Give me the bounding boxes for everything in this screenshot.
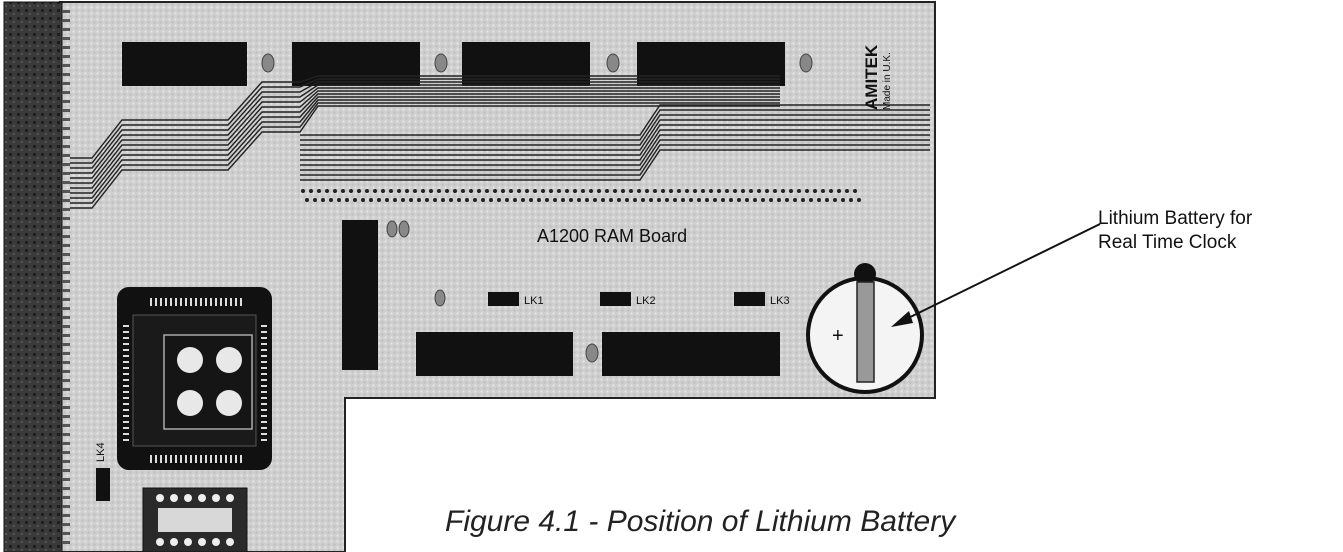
jumper-lk2: LK2 [600, 292, 656, 307]
circuit-traces [70, 75, 930, 209]
ram-chip [122, 42, 247, 86]
capacitor [386, 220, 398, 238]
callout-line-1: Lithium Battery for [1098, 208, 1253, 229]
maker-label: AMITEK [862, 44, 881, 110]
dip-socket [142, 487, 248, 552]
battery-polarity: + [832, 325, 844, 347]
svg-text:LK4: LK4 [95, 442, 107, 462]
callout-arrow [895, 223, 1101, 325]
figure-caption: Figure 4.1 - Position of Lithium Battery [445, 505, 956, 538]
board-title: A1200 RAM Board [537, 226, 687, 246]
capacitor [434, 53, 448, 73]
plcc-socket [117, 287, 272, 470]
capacitor [261, 53, 275, 73]
battery-callout: Lithium Battery for Real Time Clock [1098, 207, 1343, 255]
jumper-lk4: LK4 [95, 442, 110, 501]
callout-line-2: Real Time Clock [1098, 232, 1237, 253]
lithium-battery: + [806, 263, 924, 394]
capacitor [606, 53, 620, 73]
jumper-lk3: LK3 [734, 292, 790, 307]
edge-connector-pins [62, 10, 70, 544]
edge-connector [3, 1, 63, 552]
dotted-header [301, 189, 861, 202]
capacitor [799, 53, 813, 73]
ram-chip [602, 332, 780, 376]
origin-label: Made in U.K. [882, 52, 893, 110]
svg-text:LK1: LK1 [524, 295, 544, 307]
capacitor [585, 343, 599, 363]
svg-text:LK3: LK3 [770, 295, 790, 307]
jumper-lk1: LK1 [488, 292, 544, 307]
vertical-chip [342, 220, 378, 370]
capacitor [434, 289, 446, 307]
arrowhead-icon [891, 311, 913, 327]
svg-text:LK2: LK2 [636, 295, 656, 307]
ram-chip [416, 332, 573, 376]
capacitor [398, 220, 410, 238]
